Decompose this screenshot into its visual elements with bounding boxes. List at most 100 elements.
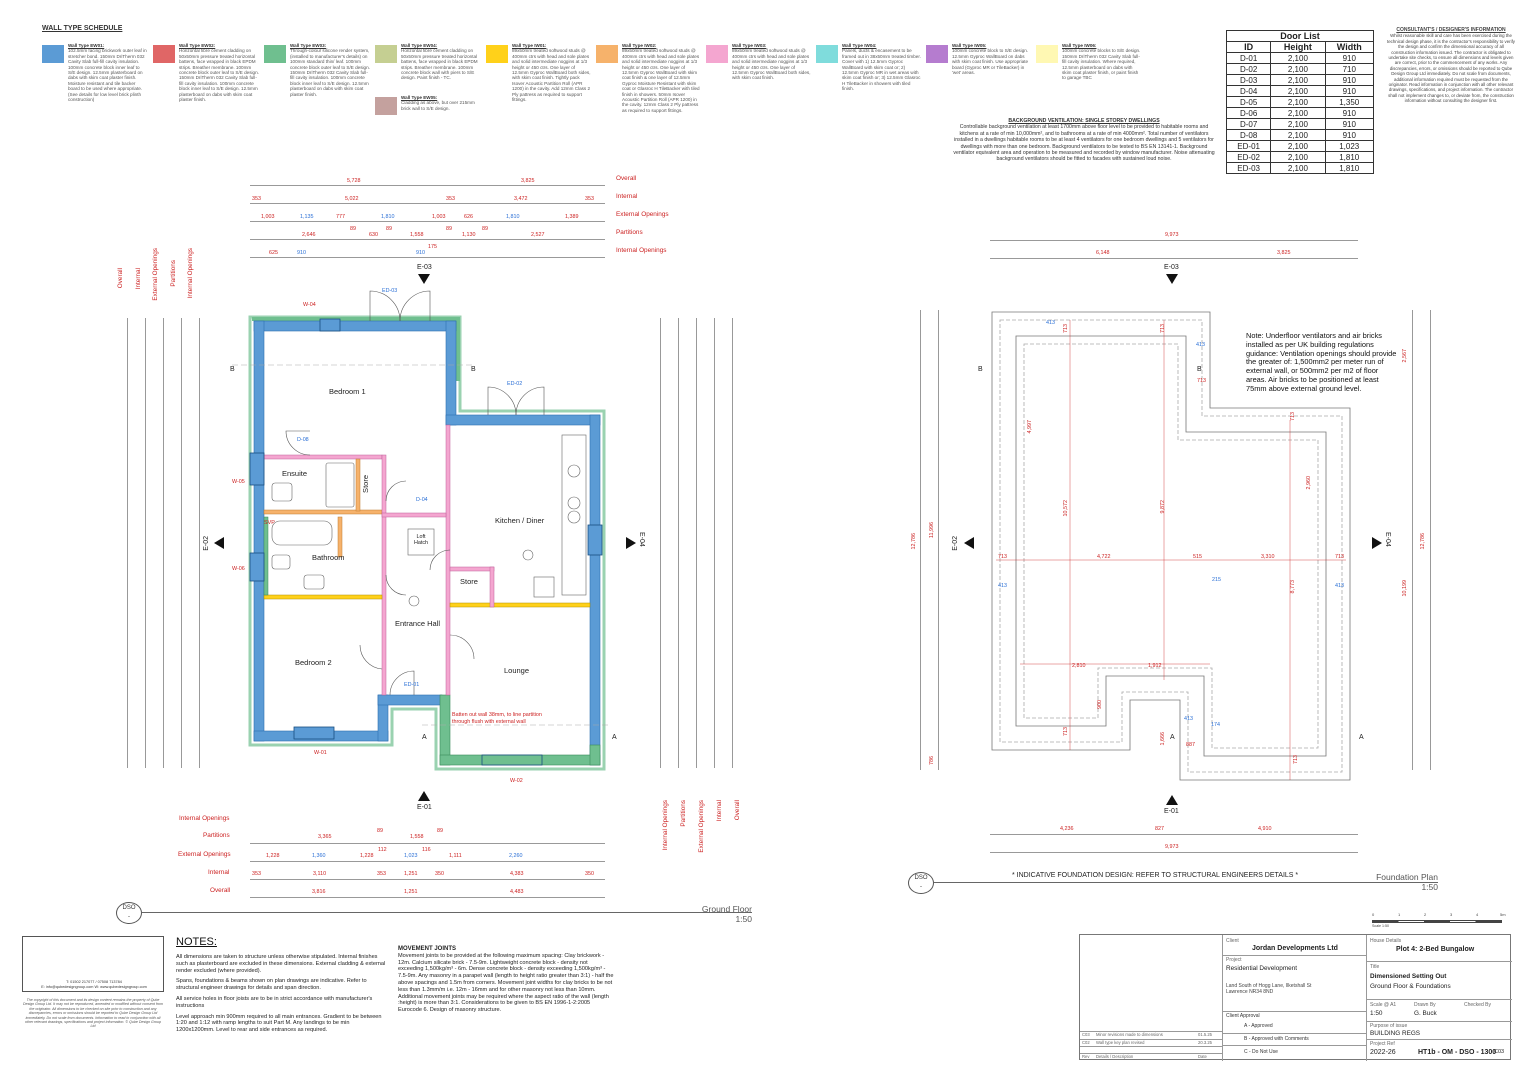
purpose-value: BUILDING REGS <box>1370 1030 1421 1037</box>
dim-label-bottom-external: External Openings <box>178 851 231 858</box>
dim-value: 116 <box>422 847 431 853</box>
project-name: Residential Development <box>1226 965 1298 972</box>
dim-value: 1,810 <box>381 214 395 220</box>
dim-value: 2,567 <box>1402 349 1408 363</box>
dim-label-right-internal: Internal <box>716 800 723 822</box>
dim-value: 4,483 <box>510 889 524 895</box>
door-tag: ED-02 <box>507 381 523 387</box>
title-label: Title <box>1370 964 1380 970</box>
dim-value: 89 <box>437 828 443 834</box>
dim-value: 3,825 <box>1277 250 1291 256</box>
dim-value: 353 <box>252 871 261 877</box>
internal-walls <box>263 424 591 696</box>
room-label-lounge: Lounge <box>504 666 530 675</box>
section-b-label: B <box>1197 366 1202 373</box>
client-label: Client <box>1226 938 1239 944</box>
dim-value: 3,310 <box>1261 554 1275 560</box>
batten-note: Batten out wall 38mm, to line partition … <box>452 712 542 725</box>
wall-swatch <box>264 45 286 63</box>
fixtures <box>271 434 587 607</box>
dim-label-bottom-overall: Overall <box>210 887 231 894</box>
approval-c: C - Do Not Use <box>1244 1049 1278 1055</box>
revision-desc: Minor revisions made to dimensions <box>1096 1032 1163 1037</box>
dim-value: 8,773 <box>1290 580 1296 594</box>
dim-value: 786 <box>929 756 935 765</box>
checked-by-label: Checked By <box>1464 1002 1491 1008</box>
dim-value: 1,130 <box>462 232 476 238</box>
dim-value: 1,135 <box>300 214 314 220</box>
dim-value: 1,360 <box>312 853 326 859</box>
section-a-label: A <box>422 734 427 741</box>
room-label-store2: Store <box>460 577 478 586</box>
door-list-cell: 2,100 <box>1270 129 1326 141</box>
dim-value: 713 <box>1063 324 1069 333</box>
room-label-entrance-hall: Entrance Hall <box>395 619 441 628</box>
dim-label-partitions: Partitions <box>616 229 643 236</box>
door-list-cell: 2,100 <box>1270 74 1326 86</box>
revision-desc: Wall type key plan revised <box>1096 1040 1145 1045</box>
door-list-cell: 1,810 <box>1324 151 1374 163</box>
dim-value: 353 <box>446 196 455 202</box>
door-list-cell: ED-01 <box>1225 140 1272 152</box>
dim-value: 713 <box>1335 554 1344 560</box>
dim-value: 11,996 <box>929 522 935 539</box>
drawing-subtitle: Ground Floor & Foundations <box>1370 983 1451 990</box>
dim-value: 713 <box>1290 412 1296 421</box>
window-tag: W-02 <box>510 778 523 784</box>
dim-label-external-openings: External Openings <box>616 211 669 218</box>
dim-value: 413 <box>998 583 1007 589</box>
dim-value: 353 <box>377 871 386 877</box>
door-tag: ED-01 <box>404 682 420 688</box>
client-name: Jordan Developments Ltd <box>1252 945 1338 952</box>
project-ref-value: 2022-26 <box>1370 1049 1396 1056</box>
dim-value: 413 <box>1046 320 1055 326</box>
dim-value: 625 <box>269 250 278 256</box>
door-list-cell: 2,100 <box>1270 162 1326 174</box>
ground-floor-plan <box>232 290 610 771</box>
dim-value: 4,722 <box>1097 554 1111 560</box>
dim-label-left-internal-openings: Internal Openings <box>187 248 194 299</box>
dim-value: 1,003 <box>432 214 446 220</box>
elevation-marker-icon <box>964 537 974 549</box>
company-logo-box <box>22 936 164 992</box>
dim-value: 1,912 <box>1148 663 1162 669</box>
door-list-header: ID <box>1225 41 1272 53</box>
dim-value: 910 <box>416 250 425 256</box>
dso-marker: DSO- <box>908 872 934 894</box>
door-list-cell: 2,100 <box>1270 107 1326 119</box>
project-label: Project <box>1226 957 1242 963</box>
dim-value: 887 <box>1186 742 1195 748</box>
wall-swatch <box>1036 45 1058 63</box>
dim-value: 1,251 <box>404 871 418 877</box>
dim-value: 1,558 <box>410 232 424 238</box>
elevation-e02-label: E-02 <box>952 536 959 551</box>
dim-label-right-partitions: Partitions <box>680 800 687 827</box>
dim-value: 5,022 <box>345 196 359 202</box>
door-list-cell: 910 <box>1324 107 1374 119</box>
project-address: Land South of Hogg Lane, Ilketshall St L… <box>1226 983 1312 995</box>
revision-rev: C03 <box>1082 1032 1090 1037</box>
house-details-label: House Details <box>1370 938 1402 944</box>
dim-value: 175 <box>428 244 437 250</box>
room-label-loft-hatch: Loft Hatch <box>413 534 429 546</box>
dim-value: 413 <box>1196 342 1205 348</box>
foundation-plan <box>991 311 1351 781</box>
approval-a: A - Approved <box>1244 1023 1273 1029</box>
dim-value: 3,816 <box>312 889 326 895</box>
dim-value: 89 <box>377 828 383 834</box>
elevation-marker-icon <box>1372 537 1382 549</box>
door-list-cell: 2,100 <box>1270 140 1326 152</box>
purpose-label: Purpose of issue <box>1370 1023 1408 1029</box>
dim-value: 713 <box>998 554 1007 560</box>
dim-value: 12,786 <box>911 533 917 550</box>
dim-value: 353 <box>252 196 261 202</box>
dim-value: 713 <box>1063 727 1069 736</box>
